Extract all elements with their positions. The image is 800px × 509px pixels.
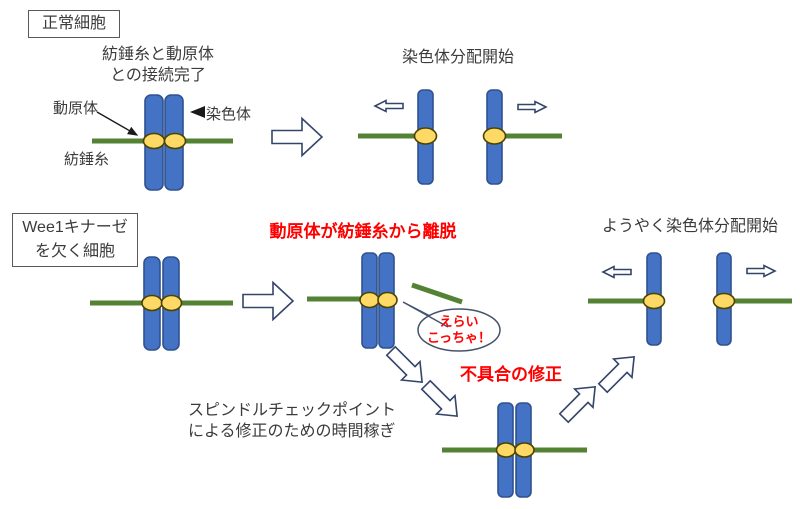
caption-line: との接続完了 [110, 67, 206, 84]
kinetochore-right [163, 132, 187, 150]
corrected-chromosome [442, 402, 587, 498]
progress-arrow-icon [271, 116, 324, 158]
move-right-arrow-icon [746, 264, 777, 278]
detachment-alert-caption: 動原体が紡錘糸から離脱 [269, 222, 457, 241]
caption-line: による修正のための時間稼ぎ [188, 423, 396, 440]
bubble-line: えらい [439, 314, 479, 329]
wee1-chromosome [90, 256, 233, 351]
move-left-arrow-icon [373, 99, 404, 113]
move-right-arrow-icon [517, 100, 548, 114]
caption-line: スピンドルチェックポイント [188, 402, 397, 419]
move-left-arrow-icon [601, 265, 632, 279]
down-right-arrow-icon [420, 379, 459, 418]
kinetochore-left [142, 132, 166, 150]
kinetochore-label: 動原体 [53, 100, 99, 117]
speech-bubble [402, 301, 501, 352]
wee1-cell-box-label: Wee1キナーゼ を欠く細胞 [12, 213, 138, 267]
chromosome-label: 染色体 [206, 106, 252, 123]
separation-start-caption: 染色体分配開始 [401, 49, 514, 66]
kinetochore [413, 127, 438, 145]
wee1-separating-chromatids [588, 252, 792, 346]
kinetochore [642, 292, 666, 310]
speech-bubble-tail [402, 301, 449, 328]
kinetochore [482, 127, 507, 145]
normal-cell-box-label: 正常細胞 [28, 10, 120, 38]
kinetochore-right [377, 291, 398, 309]
speech-bubble-text: えらい こっちゃ！ [419, 314, 499, 346]
kinetochore-right [160, 294, 183, 312]
kinetochore-pointer-arrow-icon [96, 111, 139, 136]
checkpoint-caption: スピンドルチェックポイント による修正のための時間稼ぎ [188, 400, 396, 442]
bubble-line: こっちゃ！ [426, 330, 492, 345]
speech-bubble-body [417, 308, 501, 352]
detached-chromosome [307, 252, 463, 349]
kinetochore-left [141, 294, 163, 312]
up-right-arrow-icon [558, 385, 597, 424]
spindle-fiber-label: 紡錘糸 [64, 151, 110, 168]
final-separation-caption: ようやく染色体分配開始 [601, 218, 778, 235]
progress-arrow-icon [242, 280, 295, 322]
down-right-arrow-icon [385, 345, 424, 384]
kinetochore-right [514, 442, 535, 458]
box-label-line: Wee1キナーゼ [22, 219, 128, 236]
up-right-arrow-icon [597, 355, 636, 394]
kinetochore-left [495, 442, 517, 458]
connection-complete-caption: 紡錘糸と動原体 との接続完了 [93, 44, 223, 86]
caption-line: 紡錘糸と動原体 [101, 46, 214, 63]
normal-separating-chromatids [358, 89, 562, 185]
box-label-line: を欠く細胞 [34, 243, 115, 260]
kinetochore-left [359, 291, 380, 309]
detached-spindle-fiber-line [411, 282, 463, 305]
fix-alert-caption: 不具合の修正 [460, 365, 562, 384]
kinetochore [712, 292, 736, 310]
normal-chromosome [92, 94, 233, 191]
